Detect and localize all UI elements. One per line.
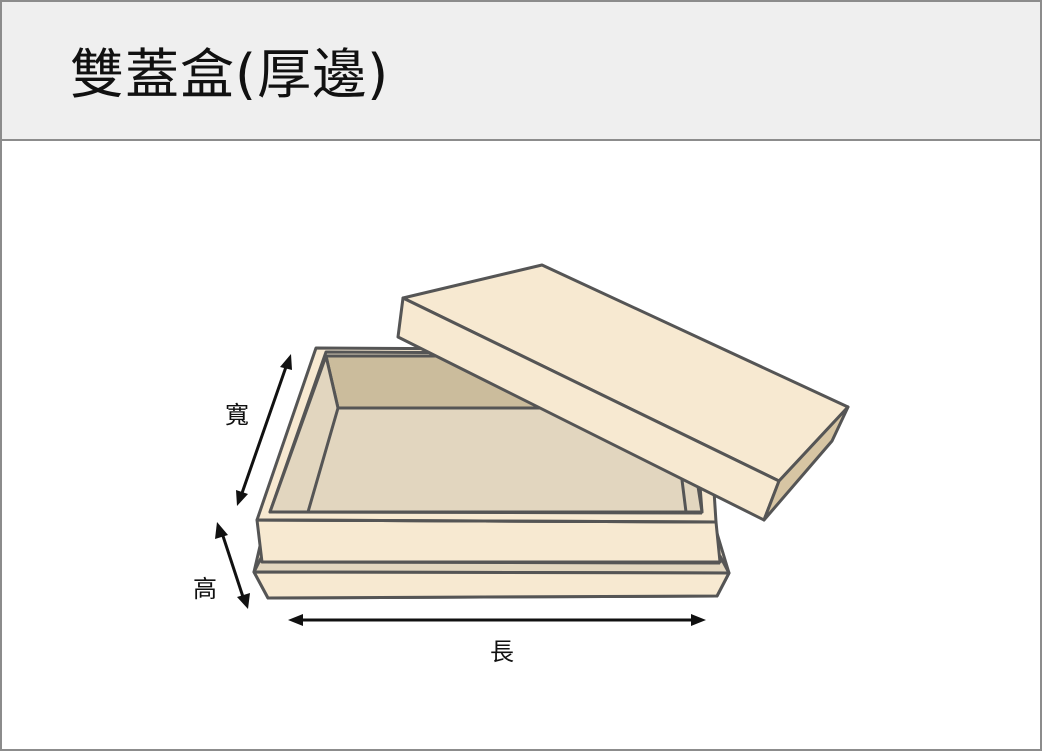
header: 雙蓋盒(厚邊) <box>2 2 1040 141</box>
page-title: 雙蓋盒(厚邊) <box>70 43 390 106</box>
height-arrow <box>220 532 246 601</box>
length-label: 長 <box>490 638 514 666</box>
width-arrow <box>239 363 289 497</box>
dimension-arrows <box>215 354 706 626</box>
height-label: 高 <box>193 575 217 603</box>
width-label: 寬 <box>225 401 249 429</box>
box-lid <box>396 263 850 522</box>
